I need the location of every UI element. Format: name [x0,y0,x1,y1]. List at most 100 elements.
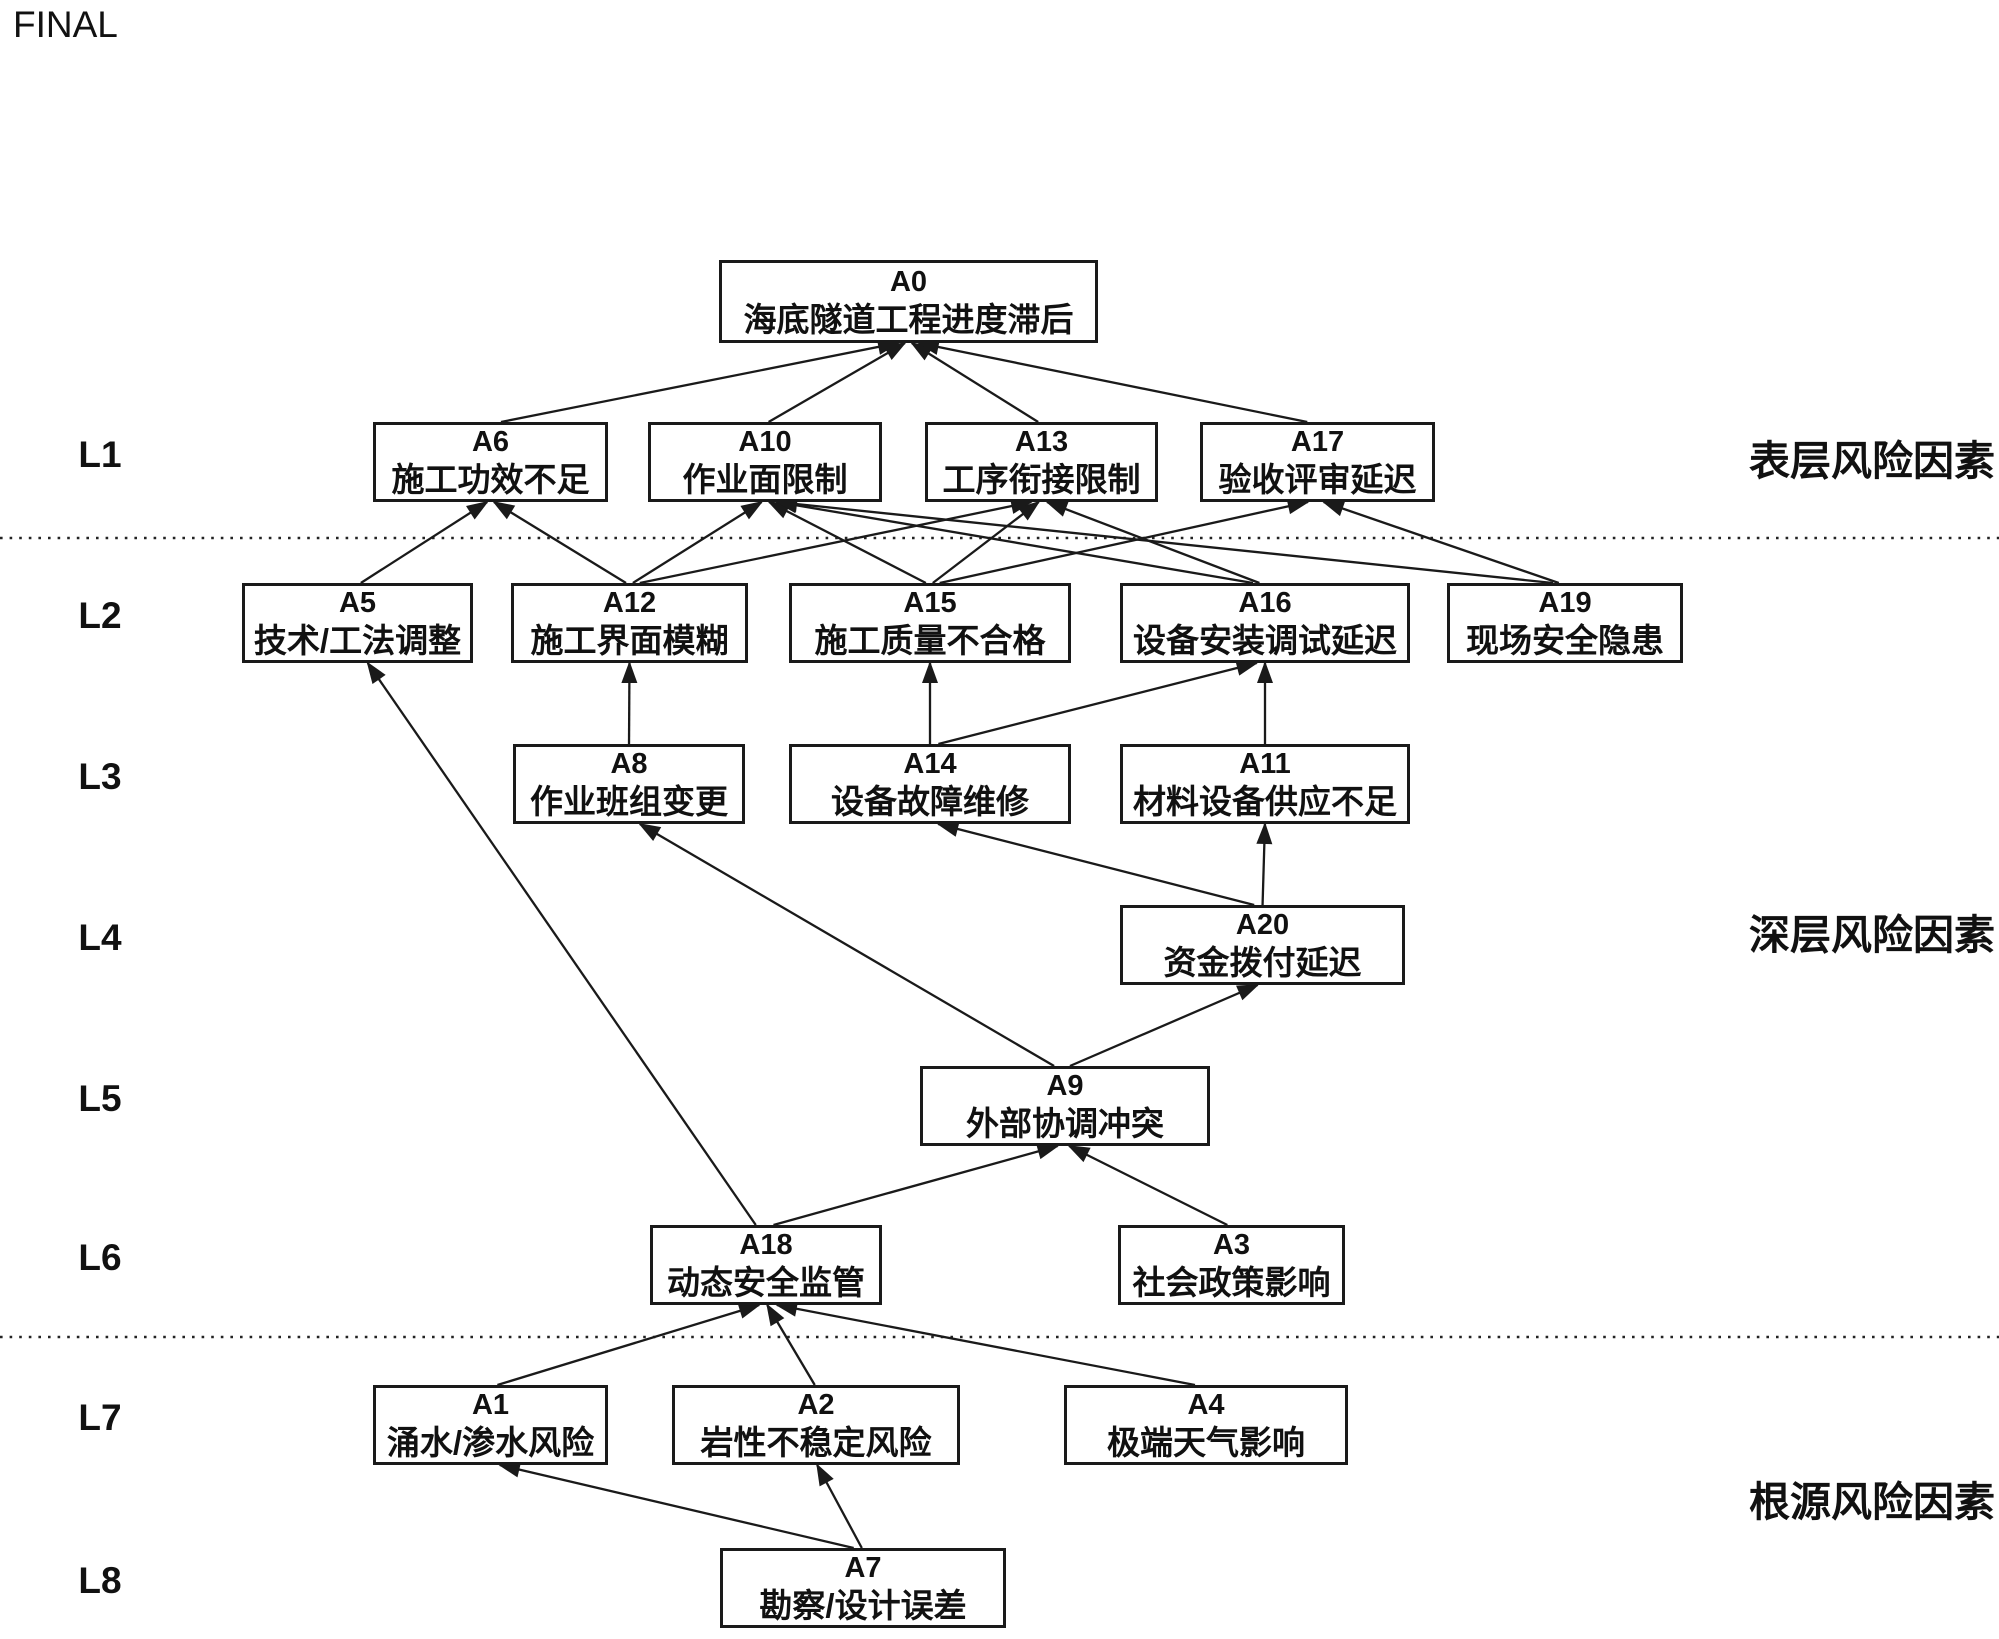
edge-A10-A0 [768,341,907,423]
node-A8-code: A8 [610,748,648,780]
node-A2-label: 岩性不稳定风险 [700,1424,932,1461]
node-A20-label: 资金拨付延迟 [1163,944,1362,981]
watermark-final: FINAL [13,4,118,45]
node-A11-code: A11 [1239,748,1291,780]
node-A20-code: A20 [1235,909,1290,941]
edge-A15-A10 [767,500,927,585]
node-A10-code: A10 [738,426,792,458]
edge-A16-A10 [775,497,1254,585]
edge-A20-A11 [1256,822,1273,906]
level-label-L1: L1 [78,434,122,475]
node-A0-code: A0 [889,265,928,298]
level-label-L5: L5 [78,1078,122,1119]
edge-A19-A10 [775,496,1554,585]
node-A17-code: A17 [1290,426,1345,458]
node-A6-code: A6 [471,426,510,458]
edge-A15-A13 [932,500,1041,584]
edge-A5-A6 [360,500,489,584]
edge-A9-A20 [1069,983,1260,1068]
node-A9-label: 外部协调冲突 [966,1105,1164,1142]
node-A3-label: 社会政策影响 [1132,1264,1331,1301]
edge-A17-A0 [916,339,1308,424]
node-A3-code: A3 [1212,1229,1251,1261]
node-A15-label: 施工质量不合格 [814,622,1046,659]
node-A12-code: A12 [602,587,657,619]
node-A18-code: A18 [739,1229,793,1261]
node-A12-label: 施工界面模糊 [530,622,729,659]
level-label-L7: L7 [78,1397,122,1438]
node-A13-code: A13 [1014,426,1069,458]
level-label-L2: L2 [78,595,122,636]
edge-A9-A8 [638,822,1055,1067]
node-A0-label: 海底隧道工程进度滞后 [743,300,1074,338]
node-A9-code: A9 [1046,1070,1084,1102]
edge-A16-A13 [1045,500,1260,585]
node-A2-code: A2 [797,1389,835,1421]
category-label-2: 深层风险因素 [1749,912,1995,958]
node-A1-code: A1 [471,1389,510,1421]
node-A5-code: A5 [338,587,377,619]
edge-A13-A0 [910,341,1039,423]
node-A13-label: 工序衔接限制 [942,461,1141,498]
level-label-L4: L4 [78,917,122,958]
node-A4-label: 极端天气影响 [1107,1424,1305,1461]
edge-A7-A1 [497,1461,854,1550]
node-A19-label: 现场安全隐患 [1466,622,1664,659]
level-label-L6: L6 [78,1237,122,1278]
edge-A3-A9 [1067,1144,1228,1227]
category-label-1: 表层风险因素 [1749,438,1995,484]
edge-A12-A10 [632,500,764,584]
edge-A2-A18 [766,1303,816,1386]
level-label-L8: L8 [78,1560,122,1601]
node-A17-label: 验收评审延迟 [1218,461,1417,498]
edge-A18-A5 [366,661,757,1226]
edge-A7-A2 [816,1463,863,1549]
node-A18-label: 动态安全监管 [667,1264,865,1301]
node-A16-label: 设备安装调试延迟 [1133,622,1397,659]
node-A14-label: 设备故障维修 [831,783,1029,820]
node-A7-code: A7 [844,1552,882,1584]
node-A14-code: A14 [903,748,957,780]
node-A19-code: A19 [1538,587,1592,619]
edge-A20-A14 [936,821,1255,907]
edge-A12-A13 [639,498,1034,585]
edge-A19-A17 [1321,500,1560,585]
category-label-3: 根源风险因素 [1749,1479,1995,1525]
node-A5-label: 技术/工法调整 [253,622,462,659]
edge-A1-A18 [497,1303,762,1387]
node-A15-code: A15 [903,587,957,619]
node-A8-label: 作业班组变更 [530,783,728,820]
node-A11-label: 材料设备供应不足 [1133,783,1397,820]
edge-A18-A9 [773,1143,1060,1227]
node-A16-code: A16 [1238,587,1292,619]
edge-A4-A18 [775,1300,1196,1387]
edge-A12-A6 [492,500,627,584]
edge-A14-A16 [938,660,1259,746]
node-A7-label: 勘察/设计误差 [759,1587,967,1624]
level-label-L3: L3 [78,756,122,797]
node-A1-label: 涌水/渗水风险 [386,1424,595,1461]
node-A6-label: 施工功效不足 [391,461,590,498]
node-A4-code: A4 [1187,1389,1225,1421]
